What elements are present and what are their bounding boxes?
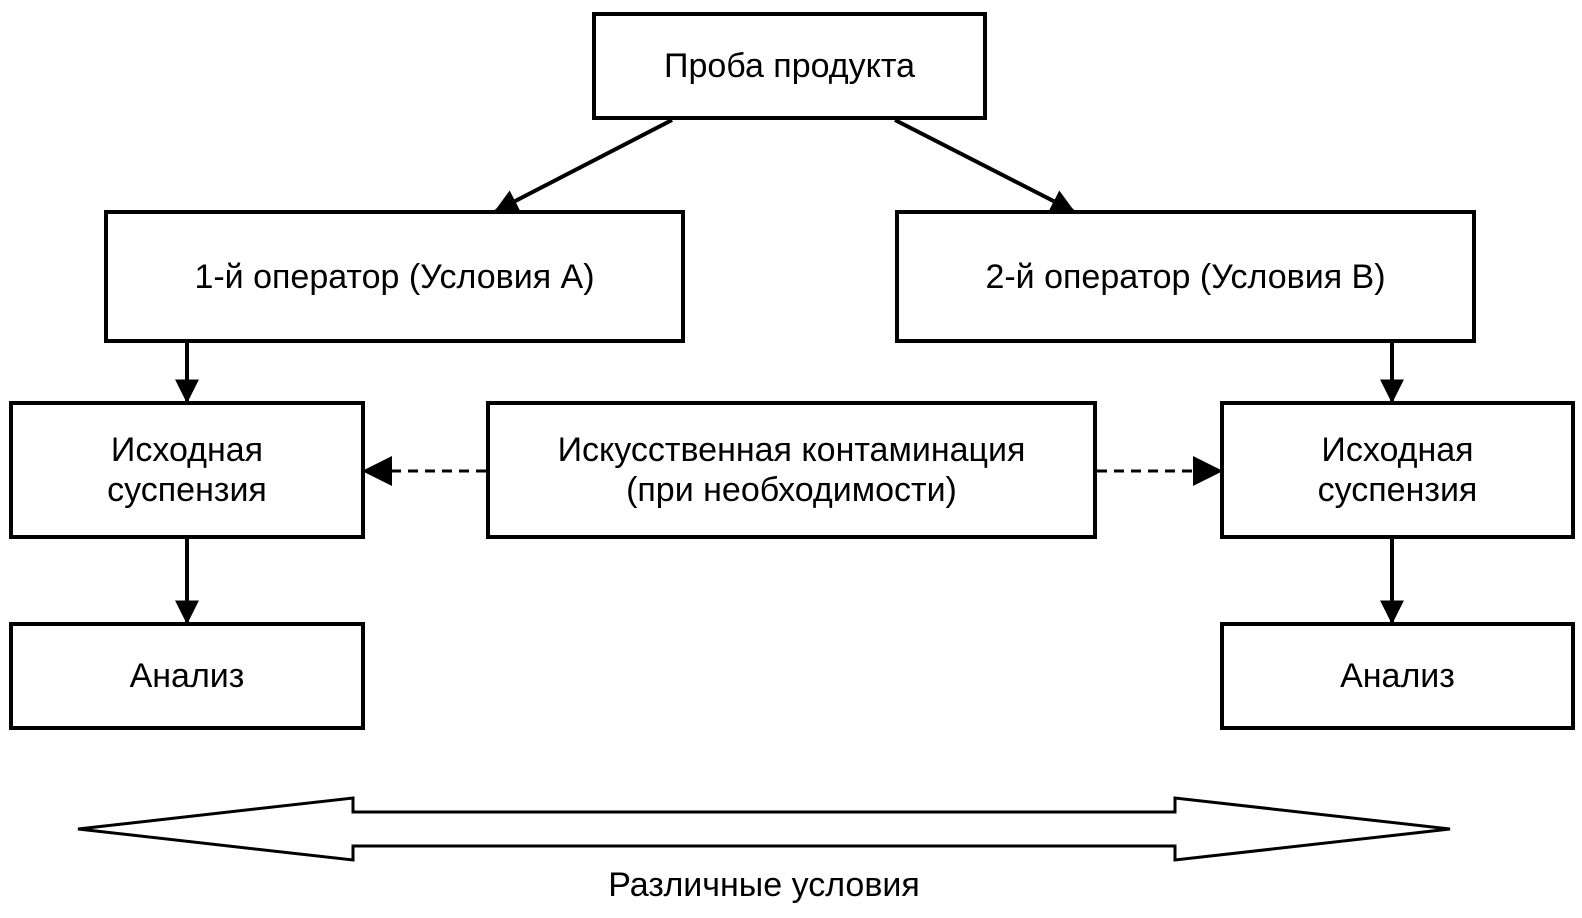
analysis-right-label: Анализ — [1340, 657, 1455, 695]
sample-label: Проба продукта — [664, 47, 915, 85]
analysis-right-box: Анализ — [1220, 622, 1575, 730]
contamination-line1: Искусственная контаминация — [557, 431, 1026, 469]
arrow-sample-to-operator2 — [894, 118, 1076, 213]
suspension-left-line2: суспензия — [107, 471, 267, 509]
bottom-label: Различные условия — [608, 866, 920, 904]
sample-box: Проба продукта — [592, 12, 987, 120]
arrow-sample-to-operator1 — [493, 118, 673, 213]
contamination-box: Искусственная контаминация (при необходи… — [486, 401, 1097, 539]
analysis-left-label: Анализ — [129, 657, 245, 695]
operator1-box: 1-й оператор (Условия А) — [104, 210, 685, 343]
suspension-right-box: Исходная суспензия — [1220, 401, 1575, 539]
suspension-right-line1: Исходная — [1321, 431, 1474, 469]
suspension-right-line2: суспензия — [1317, 471, 1478, 509]
double-headed-arrow — [77, 796, 1451, 862]
analysis-left-box: Анализ — [9, 622, 365, 730]
contamination-line2: (при необходимости) — [626, 471, 957, 509]
operator1-label: 1-й оператор (Условия А) — [194, 257, 595, 296]
suspension-left-box: Исходная суспензия — [9, 401, 365, 539]
operator2-box: 2-й оператор (Условия В) — [895, 210, 1476, 343]
operator2-label: 2-й оператор (Условия В) — [985, 257, 1386, 296]
suspension-left-line1: Исходная — [110, 431, 264, 469]
